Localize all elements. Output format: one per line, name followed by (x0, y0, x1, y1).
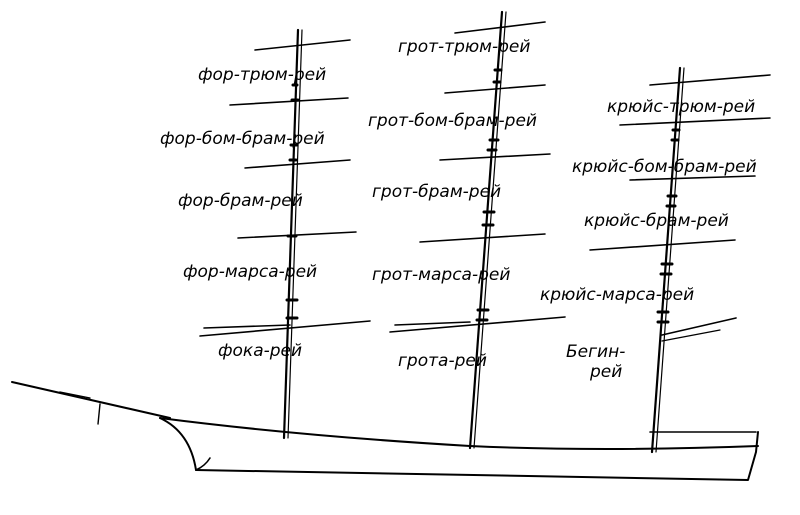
fore-yards (199, 39, 371, 337)
label-main-topsail-yard: грот-марса-рей (372, 265, 510, 285)
label-main-yard: грота-рей (398, 351, 487, 371)
label-fore-topsail-yard: фор-марса-рей (183, 262, 317, 282)
label-main-royal-yard: грот-трюм-рей (398, 37, 530, 57)
mizzen-mast (649, 66, 757, 454)
label-fore-yard: фока-рей (218, 341, 302, 361)
label-fore-royal-bom-yard: фор-бом-брам-рей (160, 129, 325, 149)
label-main-royal-bom-yard: грот-бом-брам-рей (368, 111, 537, 131)
label-mizzen-gaff-line1: Бегин- (566, 342, 625, 362)
label-fore-royal-yard: фор-трюм-рей (198, 65, 326, 85)
label-mizzen-gaff-line2: рей (589, 362, 622, 382)
label-main-topgallant-yard: грот-брам-рей (372, 182, 501, 202)
label-mizzen-topgallant-yard: крюйс-брам-рей (584, 211, 729, 231)
bowsprit (11, 381, 171, 425)
label-mizzen-topsail-yard: крюйс-марса-рей (540, 285, 694, 305)
label-mizzen-royal-bom-yard: крюйс-бом-брам-рей (572, 157, 757, 177)
main-yards (389, 21, 566, 333)
label-mizzen-royal-yard: крюйс-трюм-рей (607, 97, 755, 117)
hull (159, 417, 759, 481)
main-mast (468, 10, 507, 450)
fore-mast (282, 28, 303, 440)
label-fore-topgallant-yard: фор-брам-рей (178, 191, 303, 211)
mizzen-yards (589, 74, 771, 251)
